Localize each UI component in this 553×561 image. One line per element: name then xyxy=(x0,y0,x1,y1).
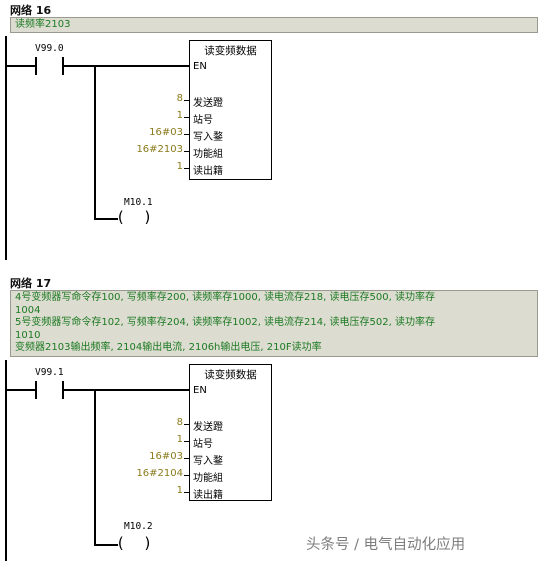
coil-wire xyxy=(94,544,118,546)
coil-label: M10.2 xyxy=(124,521,153,532)
param-value[interactable]: 8 xyxy=(176,417,183,428)
watermark: 头条号 / 电气自动化应用 xyxy=(306,537,466,553)
comment-line: 读频率2103 xyxy=(15,19,71,30)
param-name: 站号 xyxy=(193,115,213,126)
param-value[interactable]: 1 xyxy=(176,110,183,121)
param-name: 写入鍪 xyxy=(193,132,223,143)
read-inverter-block[interactable]: 读变频数据 EN 发送蹬 站号 写入鍪 功能組 读出籍 xyxy=(189,40,272,180)
param-value[interactable]: 16#2104 xyxy=(136,468,183,479)
param-name: 写入鍪 xyxy=(193,456,223,467)
param-name: 读出籍 xyxy=(193,166,223,177)
param-wire xyxy=(184,134,189,135)
network-16-header: 网络 16 xyxy=(10,4,52,17)
param-wire xyxy=(184,492,189,493)
contact-right-bar[interactable] xyxy=(62,57,64,75)
rung-wire xyxy=(7,389,35,391)
param-wire xyxy=(184,151,189,152)
coil[interactable]: ( ) xyxy=(116,534,153,552)
param-value[interactable]: 8 xyxy=(176,93,183,104)
param-name: 读出籍 xyxy=(193,490,223,501)
param-name: 功能組 xyxy=(193,473,223,484)
param-wire xyxy=(184,475,189,476)
comment-line: 1004 xyxy=(15,304,41,316)
branch-wire xyxy=(94,389,96,545)
param-value[interactable]: 1 xyxy=(176,434,183,445)
param-value[interactable]: 1 xyxy=(176,161,183,172)
contact-label: V99.1 xyxy=(35,367,64,378)
coil-label: M10.1 xyxy=(124,197,153,208)
coil-wire xyxy=(94,218,118,220)
contact-label: V99.0 xyxy=(35,43,64,54)
param-value[interactable]: 1 xyxy=(176,485,183,496)
block-title: 读变频数据 xyxy=(204,369,257,381)
contact-left-bar[interactable] xyxy=(35,57,37,75)
param-value[interactable]: 16#03 xyxy=(149,127,183,138)
param-name: 发送蹬 xyxy=(193,422,223,433)
contact-right-bar[interactable] xyxy=(62,381,64,399)
comment-line: 变频器2103输出频率, 2104输出电流, 2106h输出电压, 210F读功… xyxy=(15,342,322,353)
network-17-header: 网络 17 xyxy=(10,277,52,290)
rung-wire xyxy=(64,65,189,67)
param-value[interactable]: 16#03 xyxy=(149,451,183,462)
param-wire xyxy=(184,168,189,169)
param-name: 发送蹬 xyxy=(193,98,223,109)
comment-line: 5号变频器写命令存102, 写频率存204, 读频率存1002, 读电流存214… xyxy=(15,317,435,328)
read-inverter-block[interactable]: 读变频数据 EN 发送蹬 站号 写入鍪 功能組 读出籍 xyxy=(189,364,272,501)
param-wire xyxy=(184,458,189,459)
comment-line: 4号变频器写命令存100, 写频率存200, 读频率存1000, 读电流存218… xyxy=(15,292,435,303)
power-rail xyxy=(5,360,7,561)
contact-left-bar[interactable] xyxy=(35,381,37,399)
power-rail xyxy=(5,36,7,260)
param-name: 功能組 xyxy=(193,149,223,160)
comment-line: 1010 xyxy=(15,329,41,341)
coil[interactable]: ( ) xyxy=(116,208,153,226)
block-en-label: EN xyxy=(193,61,207,72)
param-wire xyxy=(184,424,189,425)
rung-wire xyxy=(64,389,189,391)
param-wire xyxy=(184,100,189,101)
network-17-comment[interactable]: 4号变频器写命令存100, 写频率存200, 读频率存1000, 读电流存218… xyxy=(10,290,538,357)
param-value[interactable]: 16#2103 xyxy=(136,144,183,155)
param-name: 站号 xyxy=(193,439,213,450)
param-wire xyxy=(184,117,189,118)
block-title: 读变频数据 xyxy=(204,45,257,57)
block-en-label: EN xyxy=(193,385,207,396)
branch-wire xyxy=(94,65,96,219)
param-wire xyxy=(184,441,189,442)
rung-wire xyxy=(7,65,35,67)
network-16-comment[interactable]: 读频率2103 xyxy=(10,17,538,33)
